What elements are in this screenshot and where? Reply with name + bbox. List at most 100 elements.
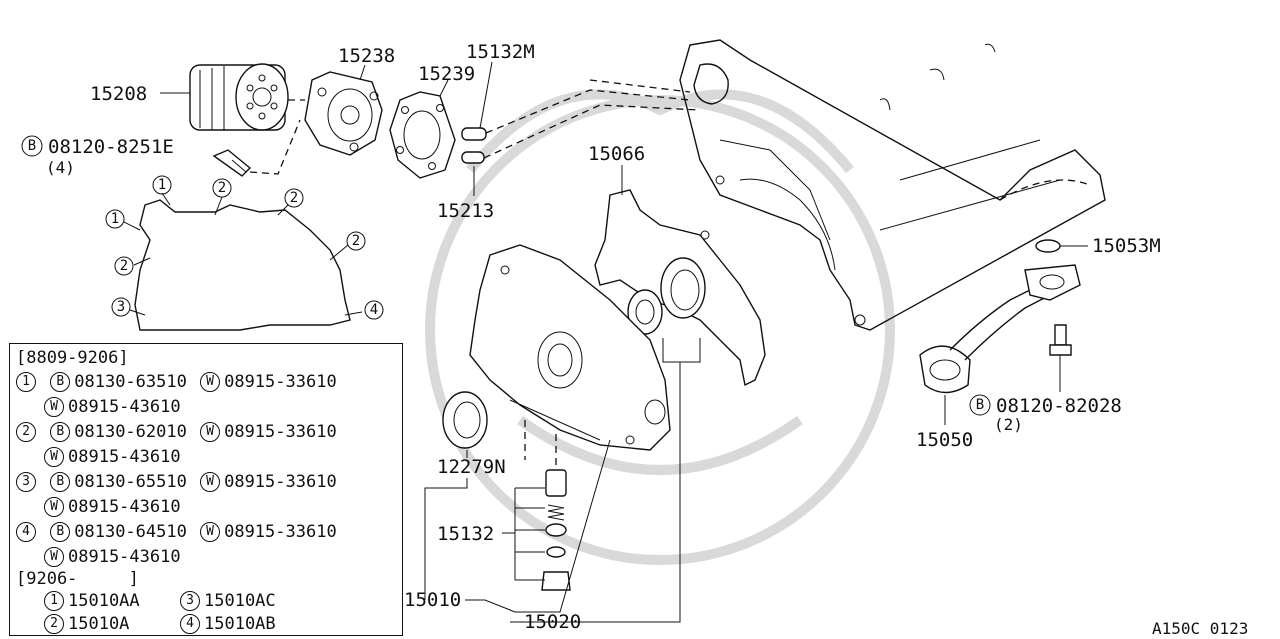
oil-pump-body [469, 244, 671, 451]
washer-w-icon: W [200, 522, 221, 542]
washer-w-icon: W [200, 472, 221, 492]
svg-text:2: 2 [290, 190, 298, 206]
legend-num: 3 [180, 591, 200, 611]
svg-text:4: 4 [370, 302, 378, 318]
legend-num: 3 [16, 472, 36, 492]
bolt-a-code: 08120-8251E [48, 136, 174, 158]
svg-text:1: 1 [158, 177, 166, 193]
label-15208: 15208 [90, 83, 147, 105]
label-15213: 15213 [437, 200, 494, 222]
svg-text:2: 2 [120, 258, 128, 274]
washer-w-icon: W [44, 497, 64, 517]
washer-code: 08915-43610 [68, 397, 181, 417]
bolt-b-icon: B [50, 422, 71, 442]
washer-code: 08915-43610 [68, 497, 181, 517]
part-code: 15010AA [68, 591, 140, 611]
callout-1-top: 1 [152, 175, 172, 195]
bolt-b-icon: B [50, 472, 71, 492]
washer-code: 08915-43610 [68, 547, 181, 567]
label-15010: 15010 [404, 589, 461, 611]
washer-w-icon: W [44, 397, 64, 417]
callout-4: 4 [364, 300, 384, 320]
figure-code: A150C 0123 [1152, 619, 1248, 638]
callout-2-b: 2 [284, 188, 304, 208]
legend-num: 2 [44, 614, 64, 634]
oil-filter [189, 63, 289, 131]
legend-num: 4 [16, 522, 36, 542]
label-15053M: 15053M [1092, 235, 1161, 257]
gear [627, 289, 663, 335]
label-15238: 15238 [338, 45, 395, 67]
label-15132: 15132 [437, 523, 494, 545]
oil-pan-gasket [134, 199, 351, 331]
connectors [461, 127, 487, 164]
callout-1-left: 1 [105, 209, 125, 229]
bolt-b [1049, 324, 1072, 356]
svg-text:1: 1 [111, 211, 119, 227]
bolt-b-code: 08120-82028 [996, 395, 1122, 417]
bolt-a [212, 149, 252, 177]
bolt-code: 08130-65510 [74, 472, 187, 492]
svg-text:2: 2 [218, 180, 226, 196]
washer-w-icon: W [44, 447, 64, 467]
label-12279N: 12279N [437, 456, 506, 478]
label-15050: 15050 [916, 429, 973, 451]
engine-block [679, 39, 1106, 331]
front-cover-gasket [594, 189, 766, 387]
callout-2-left: 2 [114, 256, 134, 276]
relief-valve-parts [541, 469, 571, 591]
bolt-b-symbol: B [976, 397, 984, 413]
legend-range-1: [8809-9206] [16, 348, 129, 368]
washer-code: 08915-33610 [224, 422, 337, 442]
bolt-code: 08130-63510 [74, 372, 187, 392]
filter-bracket [304, 71, 383, 156]
label-15132M: 15132M [466, 41, 535, 63]
bolt-code: 08130-64510 [74, 522, 187, 542]
o-ring [1035, 239, 1061, 253]
legend-num: 2 [16, 422, 36, 442]
label-15066: 15066 [588, 143, 645, 165]
bracket-gasket [389, 91, 456, 179]
legend-num: 4 [180, 614, 200, 634]
svg-text:2: 2 [352, 233, 360, 249]
bolt-b-qty: (2) [994, 415, 1023, 434]
bolt-b-icon: B [50, 372, 71, 392]
bolt-code: 08130-62010 [74, 422, 187, 442]
washer-code: 08915-33610 [224, 372, 337, 392]
callout-3: 3 [111, 297, 131, 317]
oil-seal [442, 391, 488, 449]
washer-code: 08915-33610 [224, 522, 337, 542]
label-15020: 15020 [524, 611, 581, 633]
washer-w-icon: W [44, 547, 64, 567]
legend-range-2: [9206- ] [16, 569, 139, 589]
bolt-b-icon: B [50, 522, 71, 542]
watermark [425, 89, 895, 565]
callout-2-a: 2 [212, 178, 232, 198]
washer-w-icon: W [200, 422, 221, 442]
bolt-a-symbol: B [28, 138, 36, 154]
part-code: 15010A [68, 614, 130, 634]
bolt-a-qty: (4) [46, 158, 75, 177]
washer-code: 08915-33610 [224, 472, 337, 492]
washer-w-icon: W [200, 372, 221, 392]
washer-code: 08915-43610 [68, 447, 181, 467]
callout-2-c: 2 [346, 231, 366, 251]
front-seal [660, 257, 706, 319]
legend-num: 1 [44, 591, 64, 611]
legend-num: 1 [16, 372, 36, 392]
part-code: 15010AB [204, 614, 276, 634]
